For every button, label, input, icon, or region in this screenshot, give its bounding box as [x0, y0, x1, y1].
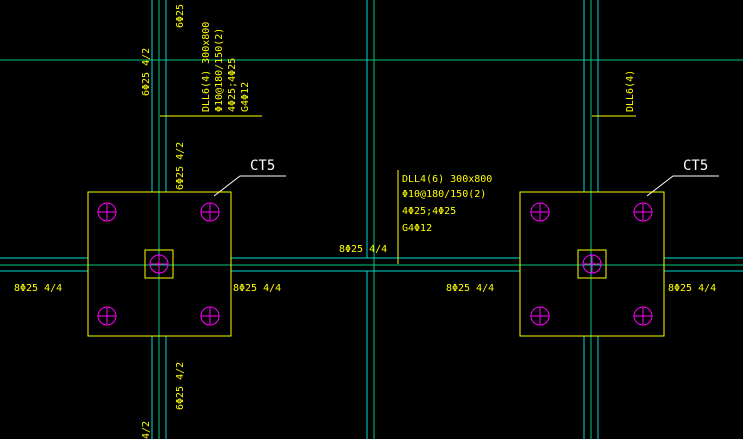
cap-label-left: CT5 — [250, 158, 275, 174]
beam-note-line: 4Φ25;4Φ25 — [402, 206, 456, 217]
pile-cap-outline — [519, 191, 665, 337]
pile-marker — [530, 306, 550, 326]
rebar-label: 8Φ25 4/4 — [668, 283, 716, 294]
pile-marker — [149, 254, 169, 274]
rebar-label: 8Φ25 4/4 — [446, 283, 494, 294]
pile-marker — [633, 202, 653, 222]
column-outline — [144, 249, 174, 279]
pile-marker — [633, 306, 653, 326]
beam-note-line: DLL6(4) 300x800 — [201, 22, 212, 112]
rebar-label: 8Φ25 4/4 — [339, 244, 387, 255]
rebar-label: 6Φ25 4/2 — [141, 48, 152, 96]
pile-marker — [582, 254, 602, 274]
leader-lines — [160, 115, 719, 264]
beam-note-line: G4Φ12 — [402, 223, 432, 234]
beam-note-line: DLL4(6) 300x800 — [402, 174, 492, 185]
beam-note-line: Φ10@180/150(2) — [402, 189, 486, 200]
pile-cap-left[interactable] — [87, 191, 232, 337]
pile-cap-outline — [87, 191, 232, 337]
beam-note-left-vertical: DLL6(4) 300x800 Φ10@180/150(2) 4Φ25;4Φ25… — [201, 22, 251, 112]
piles — [97, 202, 653, 326]
beam-note-line: G4Φ12 — [240, 82, 251, 112]
beam-note-line: 4Φ25;4Φ25 — [227, 58, 238, 112]
pile-marker — [200, 306, 220, 326]
pile-marker — [97, 202, 117, 222]
cap-tag-leader-right — [646, 175, 719, 197]
rebar-label: 6Φ25 — [175, 4, 186, 28]
rebar-label: 8Φ25 4/4 — [233, 283, 281, 294]
rebar-label: 4/2 — [141, 421, 152, 439]
cap-label-right: CT5 — [683, 158, 708, 174]
rebar-label: 8Φ25 4/4 — [14, 283, 62, 294]
rebar-label: 6Φ25 4/2 — [175, 142, 186, 190]
pile-marker — [97, 306, 117, 326]
pile-marker — [200, 202, 220, 222]
column-outline — [577, 249, 607, 279]
cap-tag-leader-left — [213, 175, 286, 197]
beam-note-line: Φ10@180/150(2) — [214, 28, 225, 112]
pile-marker — [530, 202, 550, 222]
rebar-label: 6Φ25 4/2 — [175, 362, 186, 410]
pile-cap-right[interactable] — [519, 191, 665, 337]
beam-note-right-vertical: DLL6(4) — [625, 70, 636, 112]
annotations: CT5 CT5 DLL4(6) 300x800 Φ10@180/150(2) 4… — [14, 4, 716, 439]
